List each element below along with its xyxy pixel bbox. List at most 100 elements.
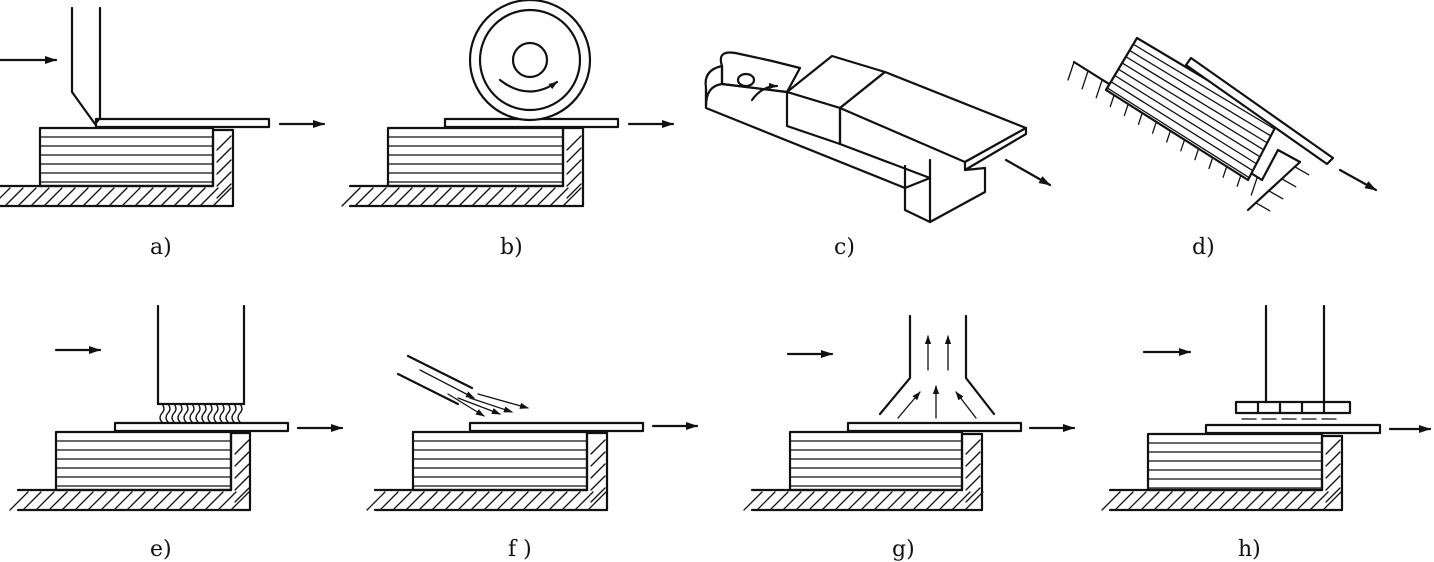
top-sheet bbox=[94, 117, 271, 129]
hatch-line bbox=[165, 491, 185, 511]
hatch-line bbox=[134, 187, 154, 207]
hatch-line bbox=[392, 491, 412, 511]
panel-c: c) bbox=[704, 51, 1052, 260]
hatch-line bbox=[566, 135, 582, 151]
hatch-line bbox=[561, 491, 581, 511]
hatch-line bbox=[1114, 491, 1134, 511]
hatch-line bbox=[432, 187, 452, 207]
hatch-line bbox=[22, 491, 42, 511]
hatch-line bbox=[1166, 491, 1186, 511]
panel-caption: h) bbox=[1238, 537, 1261, 562]
hatch-line bbox=[590, 475, 606, 491]
hatch-line bbox=[393, 187, 413, 207]
hatch-line bbox=[1294, 166, 1310, 176]
hatch-line bbox=[566, 147, 582, 163]
hatch-line bbox=[574, 491, 594, 511]
panel-caption: e) bbox=[150, 537, 172, 562]
hatch-line bbox=[743, 491, 763, 511]
hatch-line bbox=[1117, 68, 1261, 158]
hatch-line bbox=[108, 187, 128, 207]
panel-h: h) bbox=[1101, 304, 1432, 562]
hatch-line bbox=[30, 187, 50, 207]
top-sheet bbox=[1184, 56, 1335, 166]
panel-e: e) bbox=[9, 304, 344, 562]
air-nozzle bbox=[396, 354, 529, 417]
hatch-line bbox=[590, 487, 606, 503]
hatch-line bbox=[886, 491, 906, 511]
hatch-line bbox=[483, 491, 503, 511]
panel-f: f ) bbox=[366, 354, 699, 562]
hatch-line bbox=[212, 187, 232, 207]
hatch-line bbox=[126, 491, 146, 511]
hatch-line bbox=[509, 491, 529, 511]
hatch-line bbox=[965, 463, 981, 479]
brush-bristle bbox=[201, 403, 207, 423]
hatch-line bbox=[965, 487, 981, 503]
brush-bristle bbox=[159, 403, 165, 423]
hatch-line bbox=[566, 183, 582, 199]
hatch-line bbox=[562, 187, 582, 207]
hatch-line bbox=[234, 463, 250, 479]
hatch-line bbox=[1101, 491, 1121, 511]
panel-caption: g) bbox=[892, 537, 915, 562]
hatch-line bbox=[1325, 439, 1341, 455]
hatch-line bbox=[48, 491, 68, 511]
hatch-line bbox=[1218, 491, 1238, 511]
hatch-line bbox=[9, 491, 29, 511]
brush-bristle bbox=[171, 403, 177, 423]
hatch-line bbox=[234, 439, 250, 455]
hatch-line bbox=[56, 187, 76, 207]
hatch-line bbox=[160, 187, 180, 207]
hatch-line bbox=[548, 491, 568, 511]
hatch-line bbox=[965, 439, 981, 455]
hatch-line bbox=[925, 491, 945, 511]
hatch-line bbox=[536, 187, 556, 207]
hatch-line bbox=[1281, 178, 1297, 188]
brush-bristle bbox=[189, 403, 195, 423]
hatch-line bbox=[808, 491, 828, 511]
hatch-line bbox=[0, 187, 11, 199]
hatch-line bbox=[1095, 79, 1103, 99]
hatch-line bbox=[405, 491, 425, 511]
hatch-line bbox=[82, 187, 102, 207]
hatch-line bbox=[1121, 62, 1265, 151]
hatch-line bbox=[1127, 491, 1147, 511]
ground-base bbox=[743, 439, 984, 511]
hatch-line bbox=[1255, 202, 1271, 212]
hatch-line bbox=[590, 451, 606, 467]
hatch-line bbox=[1110, 81, 1254, 172]
hatch-line bbox=[912, 491, 932, 511]
hatch-line bbox=[1325, 487, 1341, 503]
hatch-line bbox=[590, 463, 606, 479]
hatch-line bbox=[535, 491, 555, 511]
hatch-line bbox=[1325, 451, 1341, 467]
hatch-line bbox=[1067, 61, 1075, 81]
hatch-line bbox=[1179, 491, 1199, 511]
hatch-line bbox=[1322, 491, 1342, 511]
hatch-line bbox=[216, 159, 232, 175]
hatch-line bbox=[147, 187, 167, 207]
panel-b: b) bbox=[341, 0, 675, 260]
magnetic-head bbox=[1234, 304, 1352, 420]
top-sheet bbox=[846, 421, 1023, 433]
top-sheet bbox=[1204, 423, 1382, 435]
brush-bristle bbox=[165, 403, 171, 423]
hatch-line bbox=[497, 187, 517, 207]
hatch-line bbox=[445, 187, 465, 207]
hatch-line bbox=[471, 187, 491, 207]
top-sheet bbox=[113, 421, 290, 433]
hatch-line bbox=[873, 491, 893, 511]
hatch-line bbox=[1325, 463, 1341, 479]
hatch-line bbox=[216, 135, 232, 151]
ground-base bbox=[366, 439, 607, 511]
top-sheet bbox=[838, 70, 1028, 180]
hatch-line bbox=[1309, 491, 1329, 511]
hatch-line bbox=[152, 491, 172, 511]
panel-a: a) bbox=[0, 6, 326, 260]
hatch-line bbox=[1270, 491, 1290, 511]
hatch-line bbox=[756, 491, 776, 511]
hatch-line bbox=[590, 439, 606, 455]
brush-feeder bbox=[156, 304, 246, 423]
hatch-line bbox=[87, 491, 107, 511]
hatch-line bbox=[35, 491, 55, 511]
